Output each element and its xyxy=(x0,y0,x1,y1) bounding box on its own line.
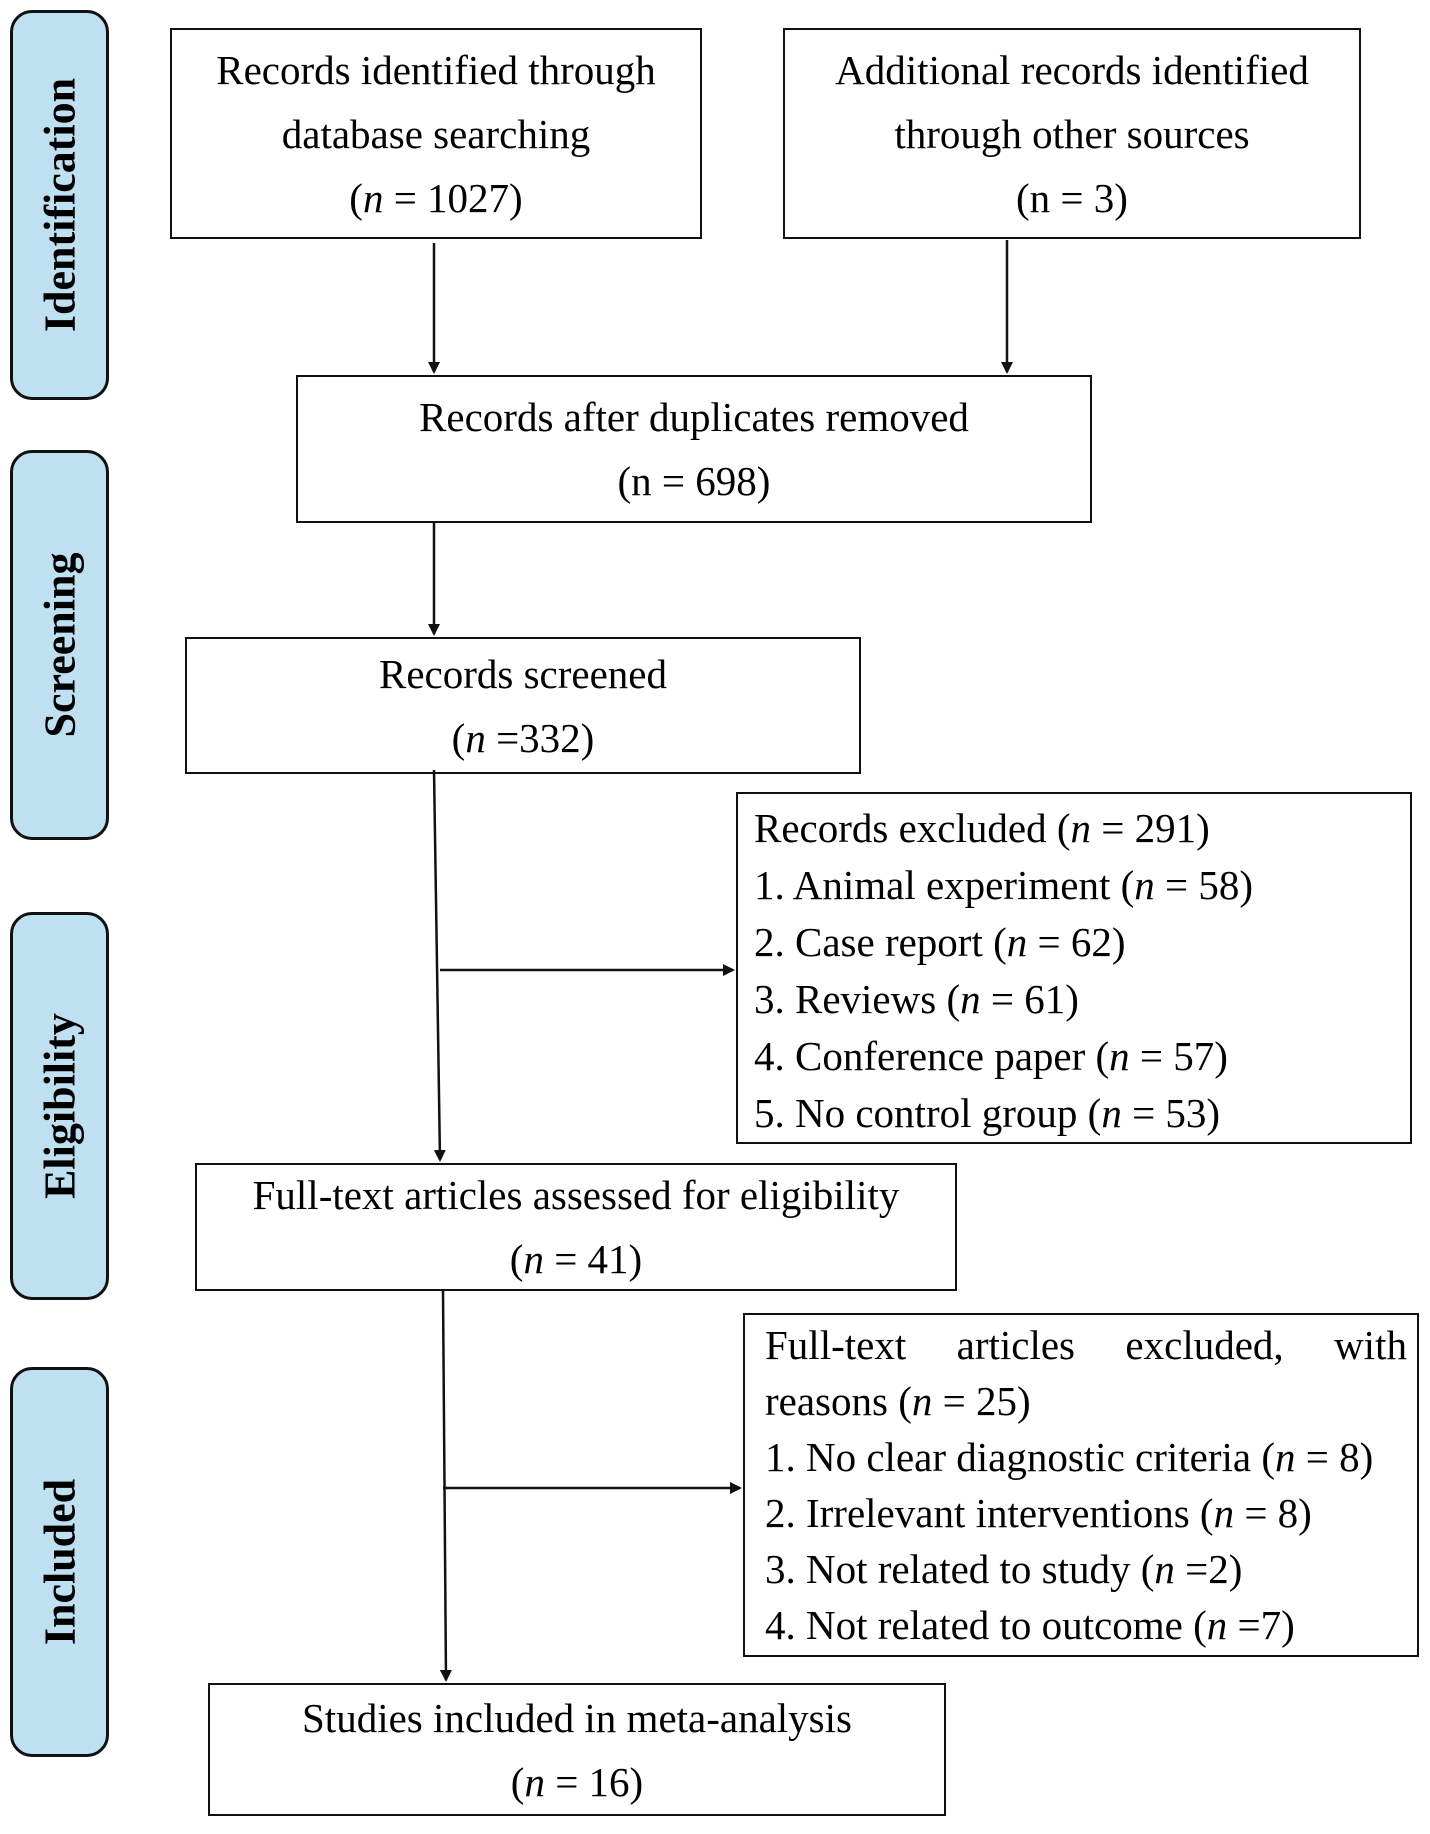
connector-screened-to-fulltext xyxy=(432,769,446,1162)
excluded-reason-item: 3. Reviews (n = 61) xyxy=(754,976,1079,1022)
database-line2: database searching xyxy=(281,110,591,157)
dedup-line1: Records after duplicates removed xyxy=(419,394,969,440)
other-count: (n = 3) xyxy=(1016,174,1128,221)
dedup-count: (n = 698) xyxy=(617,458,771,504)
included-line1: Studies included in meta-analysis xyxy=(302,1694,852,1741)
box-database-records: Records identified through database sear… xyxy=(170,28,702,239)
excluded-heading: Records excluded (n = 291) xyxy=(754,805,1210,851)
fulltext-line1: Full-text articles assessed for eligibil… xyxy=(252,1172,900,1218)
phase-eligibility: Eligibility xyxy=(10,912,109,1300)
phase-included: Included xyxy=(10,1367,109,1757)
ft-excluded-reason-item: 4. Not related to outcome (n =7) xyxy=(765,1602,1295,1648)
excluded-reason-item: 5. No control group (n = 53) xyxy=(754,1090,1221,1136)
database-line1: Records identified through xyxy=(216,46,656,93)
excluded-reason-item: 4. Conference paper (n = 57) xyxy=(754,1033,1228,1079)
connector-fulltext-to-included xyxy=(439,1290,452,1682)
included-count: (n = 16) xyxy=(510,1758,644,1805)
phase-screening: Screening xyxy=(10,450,109,840)
screened-count: (n =332) xyxy=(451,714,595,761)
box-studies-included: Studies included in meta-analysis (n = 1… xyxy=(208,1683,946,1816)
box-records-excluded: Records excluded (n = 291) 1. Animal exp… xyxy=(736,792,1412,1144)
database-count: (n = 1027) xyxy=(349,174,523,221)
ft-excluded-reason-item: 2. Irrelevant interventions (n = 8) xyxy=(765,1490,1312,1536)
box-fulltext-assessed: Full-text articles assessed for eligibil… xyxy=(195,1163,957,1291)
ft-excluded-reason-item: 1. No clear diagnostic criteria (n = 8) xyxy=(765,1434,1374,1480)
ft-excluded-heading: Full-text articles excluded, with xyxy=(765,1322,1407,1368)
box-duplicates-removed: Records after duplicates removed (n = 69… xyxy=(296,375,1092,523)
box-fulltext-excluded: Full-text articles excluded, with reason… xyxy=(743,1313,1419,1657)
ft-excluded-heading-line2: reasons (n = 25) xyxy=(765,1378,1031,1424)
ft-excluded-reason-item: 3. Not related to study (n =2) xyxy=(765,1546,1243,1592)
phase-identification: Identification xyxy=(10,10,109,400)
screened-line1: Records screened xyxy=(378,650,667,697)
other-line1: Additional records identified xyxy=(835,46,1309,93)
box-other-sources: Additional records identified through ot… xyxy=(783,28,1361,239)
fulltext-count: (n = 41) xyxy=(509,1236,643,1282)
excluded-reason-item: 2. Case report (n = 62) xyxy=(754,919,1126,965)
other-line2: through other sources xyxy=(894,110,1250,157)
box-records-screened: Records screened (n =332) xyxy=(185,637,861,774)
excluded-reason-item: 1. Animal experiment (n = 58) xyxy=(754,862,1254,908)
